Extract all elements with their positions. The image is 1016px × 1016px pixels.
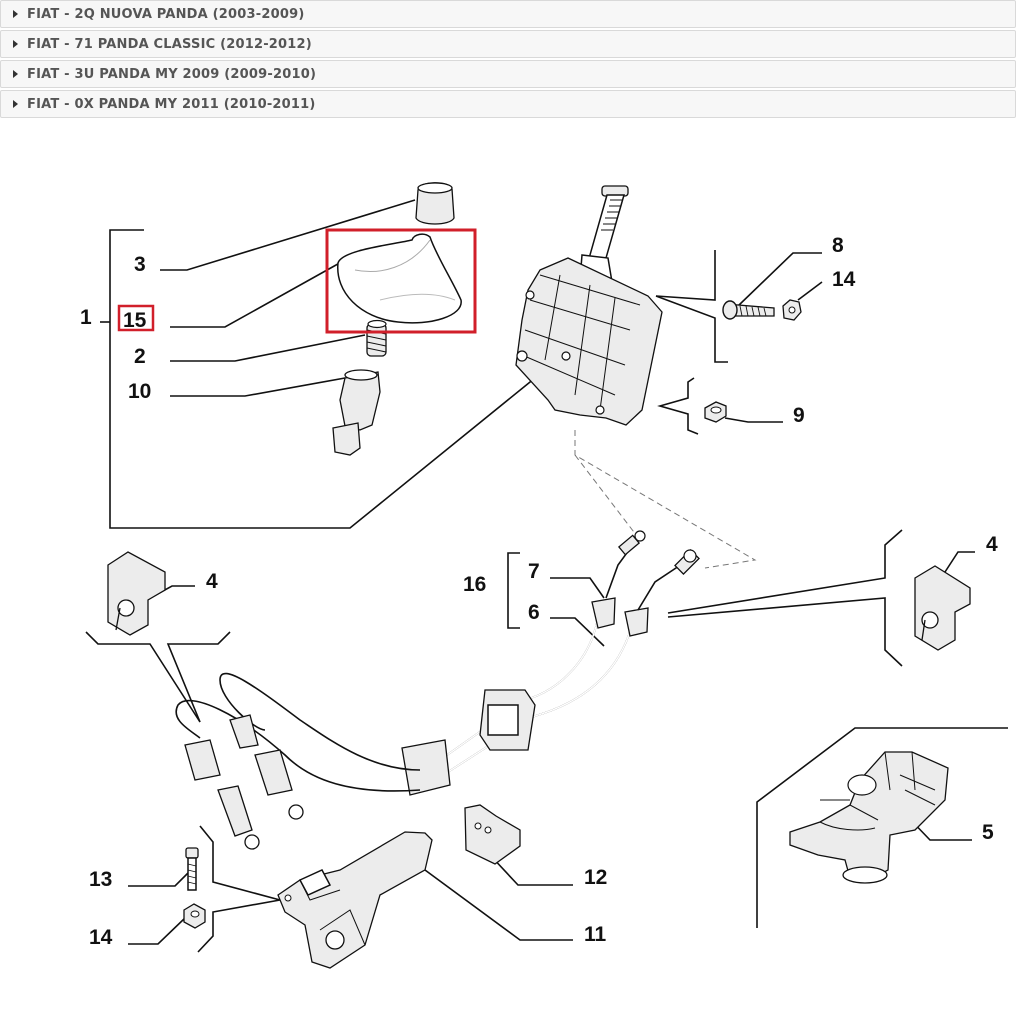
callout-3: 3 — [134, 253, 146, 276]
accordion-item-label: FIAT - 0X PANDA MY 2011 (2010-2011) — [27, 96, 316, 112]
mounting-clip-icon — [914, 565, 971, 651]
accordion-item-label: FIAT - 2Q NUOVA PANDA (2003-2009) — [27, 6, 305, 22]
accordion-item-2q-nuova-panda[interactable]: FIAT - 2Q NUOVA PANDA (2003-2009) — [0, 0, 1016, 28]
callout-8: 8 — [832, 234, 844, 257]
callout-labels: 1 3 15 2 10 8 14 9 4 4 16 7 6 13 14 12 1… — [80, 234, 998, 949]
callout-9: 9 — [793, 404, 805, 427]
bolt-icon — [722, 300, 775, 320]
accordion-item-0x-panda-my2011[interactable]: FIAT - 0X PANDA MY 2011 (2010-2011) — [0, 90, 1016, 118]
leader-lines — [85, 199, 1008, 953]
callout-16: 16 — [463, 573, 486, 596]
shift-cable-icon — [175, 530, 700, 850]
callout-1: 1 — [80, 306, 92, 329]
highlight-box — [325, 228, 477, 334]
nut-icon — [782, 299, 802, 321]
nut-icon — [704, 401, 727, 423]
callout-4: 4 — [986, 533, 998, 556]
callout-10: 10 — [128, 380, 151, 403]
gear-knob-icon — [415, 182, 455, 225]
accordion-item-label: FIAT - 71 PANDA CLASSIC (2012-2012) — [27, 36, 312, 52]
lever-sleeve-icon — [332, 369, 381, 456]
caret-right-icon — [13, 70, 18, 78]
callout-11: 11 — [584, 923, 607, 946]
callout-15: 15 — [123, 309, 147, 332]
callout-14: 14 — [832, 268, 856, 291]
callout-15-frame — [117, 304, 155, 332]
bracket-icon — [464, 804, 521, 865]
gearshift-housing-icon — [515, 185, 663, 426]
callout-14: 14 — [89, 926, 113, 949]
caret-right-icon — [13, 40, 18, 48]
caret-right-icon — [13, 10, 18, 18]
callout-7: 7 — [528, 560, 540, 583]
gaiter-boot-icon — [337, 233, 462, 324]
callout-12: 12 — [584, 866, 607, 889]
mounting-clip-icon — [107, 551, 166, 636]
gear-housing-icon — [789, 751, 949, 884]
callout-2: 2 — [134, 345, 146, 368]
nut-icon — [183, 903, 206, 929]
callout-4: 4 — [206, 570, 218, 593]
bolt-icon — [185, 847, 199, 891]
support-bracket-icon — [277, 831, 433, 969]
spring-icon — [366, 319, 387, 357]
caret-right-icon — [13, 100, 18, 108]
vehicle-model-accordion: FIAT - 2Q NUOVA PANDA (2003-2009) FIAT -… — [0, 0, 1016, 120]
callout-6: 6 — [528, 601, 540, 624]
callout-5: 5 — [982, 821, 994, 844]
callout-13: 13 — [89, 868, 112, 891]
accordion-item-label: FIAT - 3U PANDA MY 2009 (2009-2010) — [27, 66, 317, 82]
accordion-item-3u-panda-my2009[interactable]: FIAT - 3U PANDA MY 2009 (2009-2010) — [0, 60, 1016, 88]
accordion-item-71-panda-classic[interactable]: FIAT - 71 PANDA CLASSIC (2012-2012) — [0, 30, 1016, 58]
